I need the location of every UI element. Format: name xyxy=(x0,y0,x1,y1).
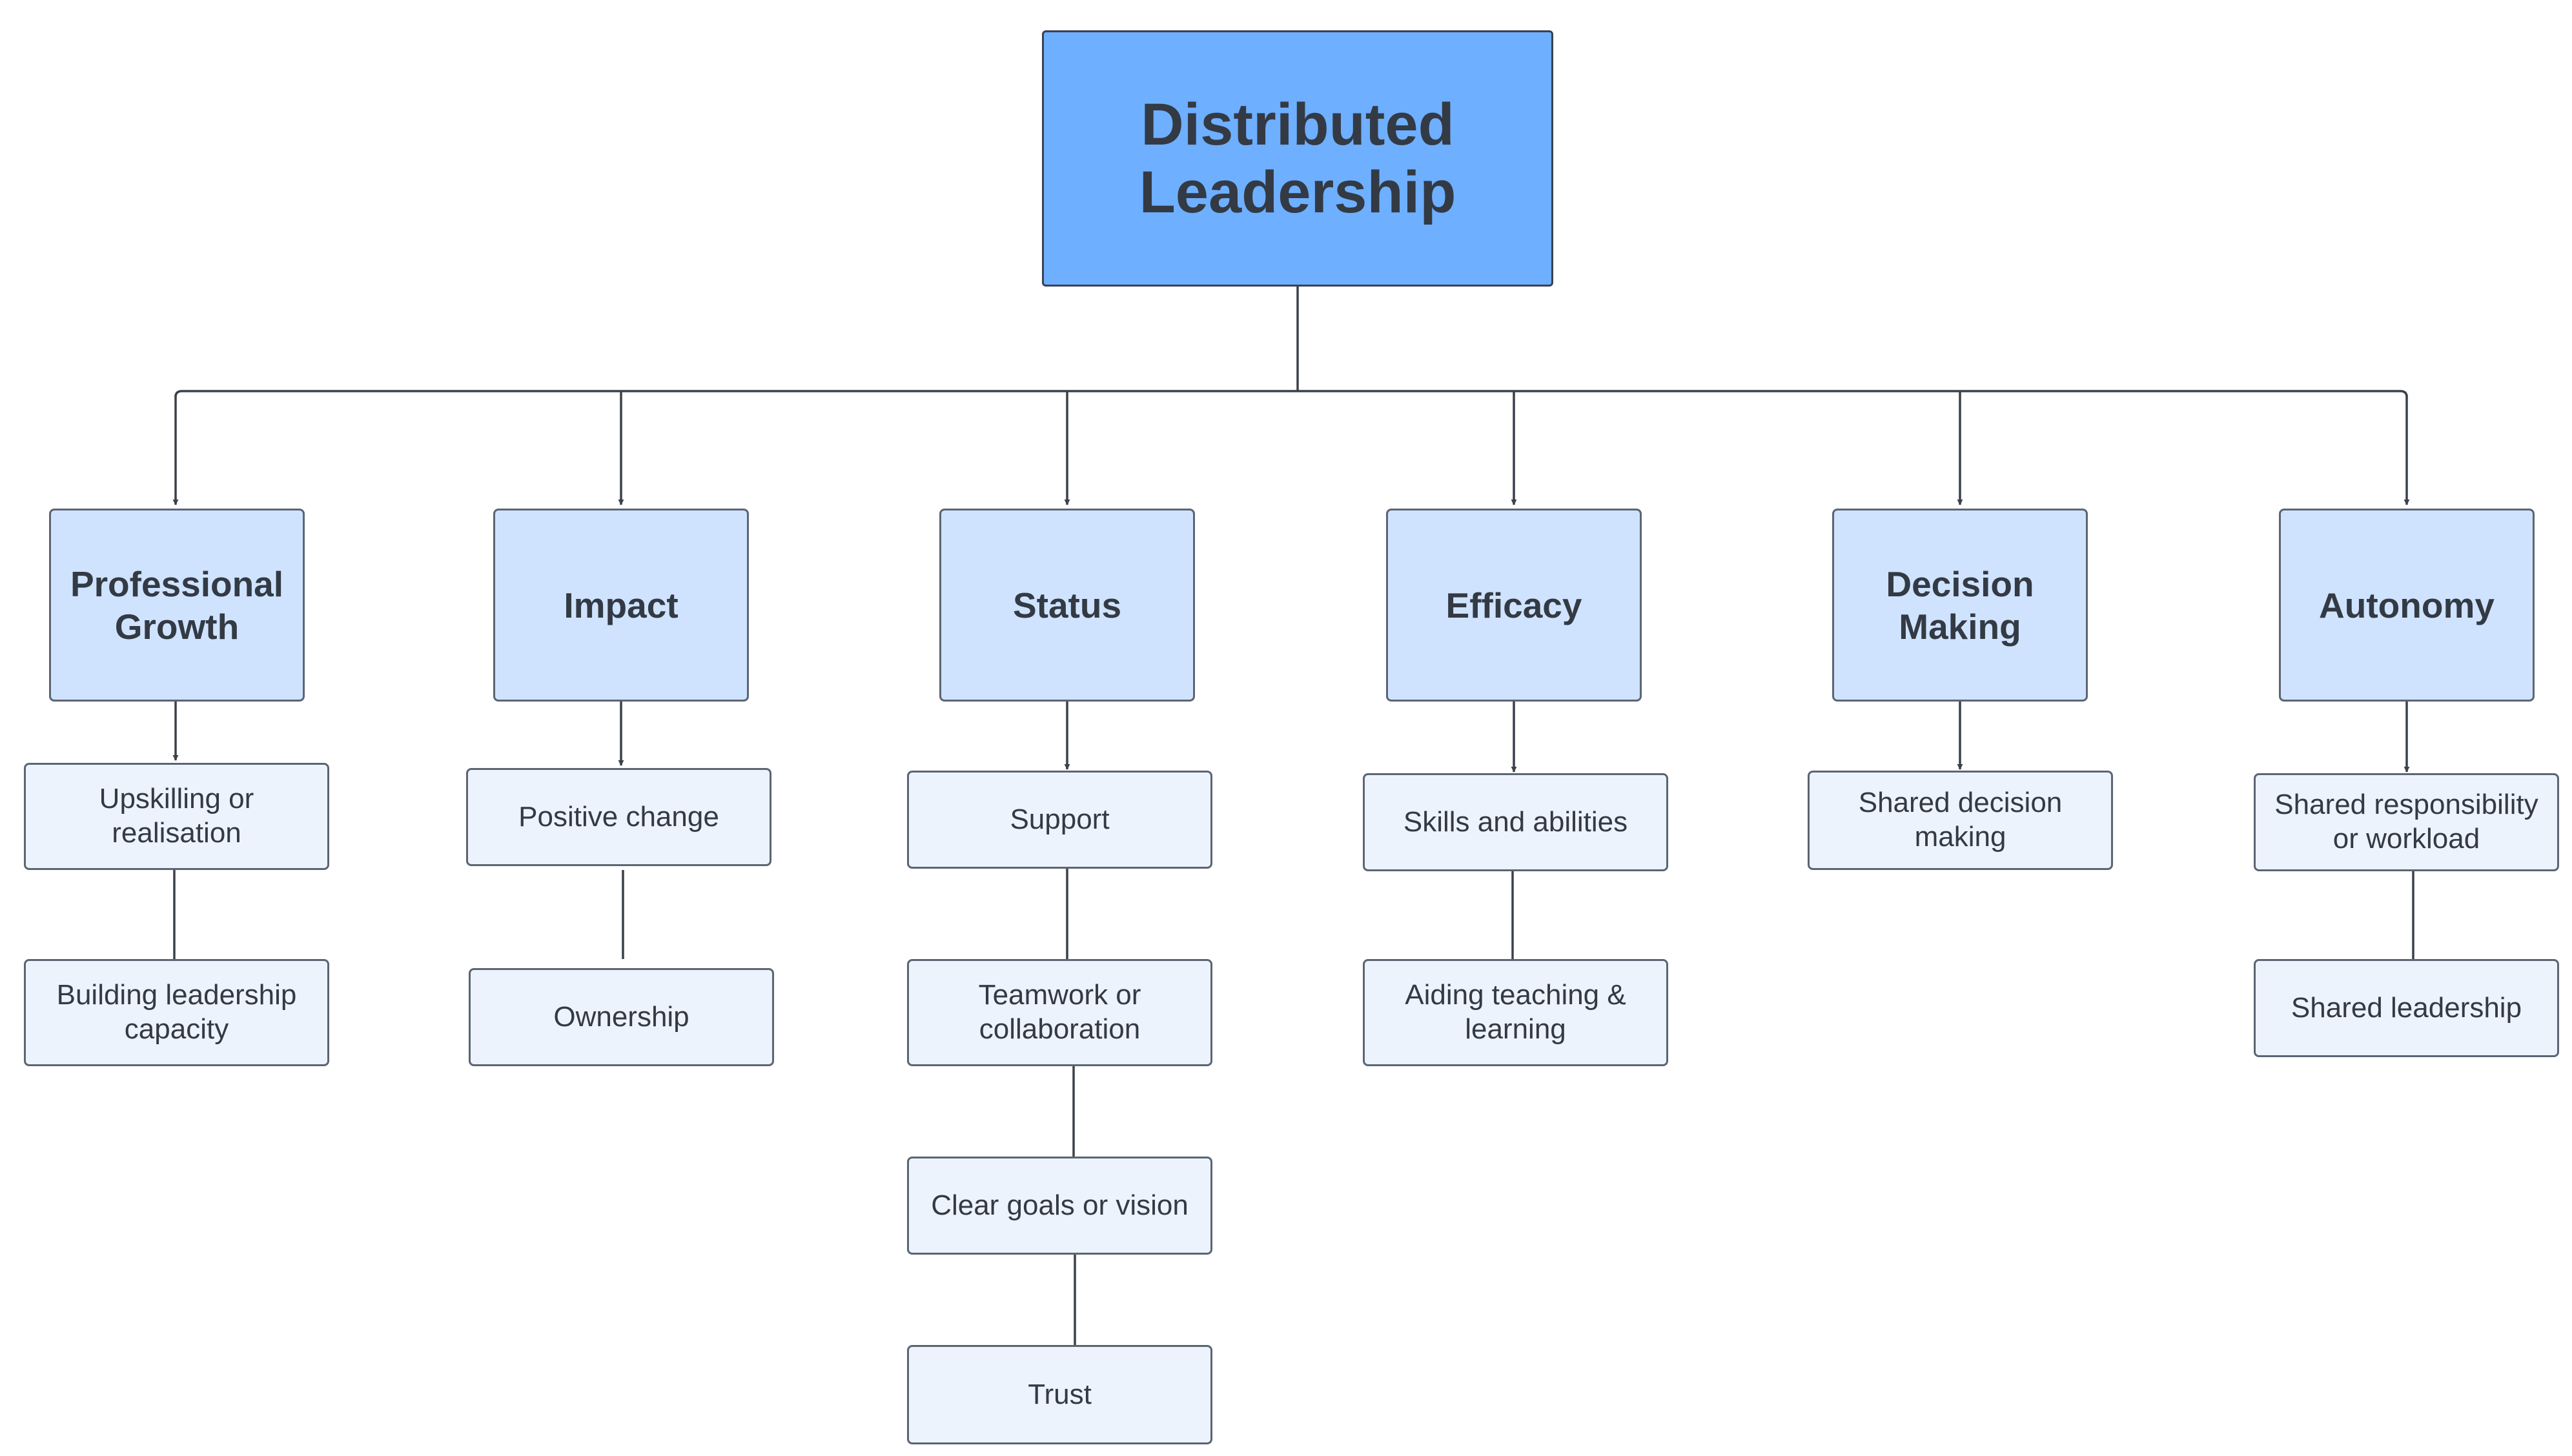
item-label: Ownership xyxy=(553,1000,689,1033)
item-label: Skills and abilities xyxy=(1403,805,1628,838)
item-trust[interactable]: Trust xyxy=(907,1345,1212,1444)
category-efficacy[interactable]: Efficacy xyxy=(1386,509,1642,702)
item-skills-and-abilities[interactable]: Skills and abilities xyxy=(1363,773,1668,871)
category-status[interactable]: Status xyxy=(939,509,1195,702)
item-building-leadership-capacity[interactable]: Building leadership capacity xyxy=(24,959,329,1066)
item-shared-responsibility[interactable]: Shared responsibility or workload xyxy=(2254,773,2559,871)
item-shared-leadership[interactable]: Shared leadership xyxy=(2254,959,2559,1057)
item-positive-change[interactable]: Positive change xyxy=(466,768,771,866)
root-node[interactable]: Distributed Leadership xyxy=(1042,30,1553,287)
item-label: Upskilling or realisation xyxy=(99,783,254,849)
category-label: Impact xyxy=(564,585,679,625)
item-teamwork[interactable]: Teamwork or collaboration xyxy=(907,959,1212,1066)
category-impact[interactable]: Impact xyxy=(493,509,749,702)
item-label: Shared decision making xyxy=(1858,787,2063,853)
category-decision-making[interactable]: Decision Making xyxy=(1832,509,2088,702)
category-label: Efficacy xyxy=(1445,585,1582,625)
item-label: Building leadership capacity xyxy=(56,979,297,1045)
category-label: Status xyxy=(1012,585,1122,625)
item-label: Teamwork or collaboration xyxy=(978,979,1141,1045)
category-label: Decision Making xyxy=(1886,563,2034,647)
root-bus-connector xyxy=(174,390,2408,398)
item-label: Shared responsibility or workload xyxy=(2274,789,2538,854)
item-label: Shared leadership xyxy=(2291,991,2522,1024)
item-label: Positive change xyxy=(518,800,719,833)
item-ownership[interactable]: Ownership xyxy=(469,968,774,1066)
root-label: Distributed Leadership xyxy=(1139,91,1456,225)
category-label: Professional Growth xyxy=(70,563,284,647)
item-clear-goals[interactable]: Clear goals or vision xyxy=(907,1157,1212,1255)
category-label: Autonomy xyxy=(2319,585,2495,625)
category-professional-growth[interactable]: Professional Growth xyxy=(49,509,305,702)
item-label: Support xyxy=(1010,803,1110,835)
item-label: Clear goals or vision xyxy=(931,1189,1189,1221)
category-autonomy[interactable]: Autonomy xyxy=(2279,509,2535,702)
item-shared-decision-making[interactable]: Shared decision making xyxy=(1808,771,2113,870)
item-aiding-teaching[interactable]: Aiding teaching & learning xyxy=(1363,959,1668,1066)
item-label: Trust xyxy=(1028,1378,1092,1410)
item-upskilling[interactable]: Upskilling or realisation xyxy=(24,763,329,870)
item-support[interactable]: Support xyxy=(907,771,1212,869)
item-label: Aiding teaching & learning xyxy=(1405,979,1626,1045)
